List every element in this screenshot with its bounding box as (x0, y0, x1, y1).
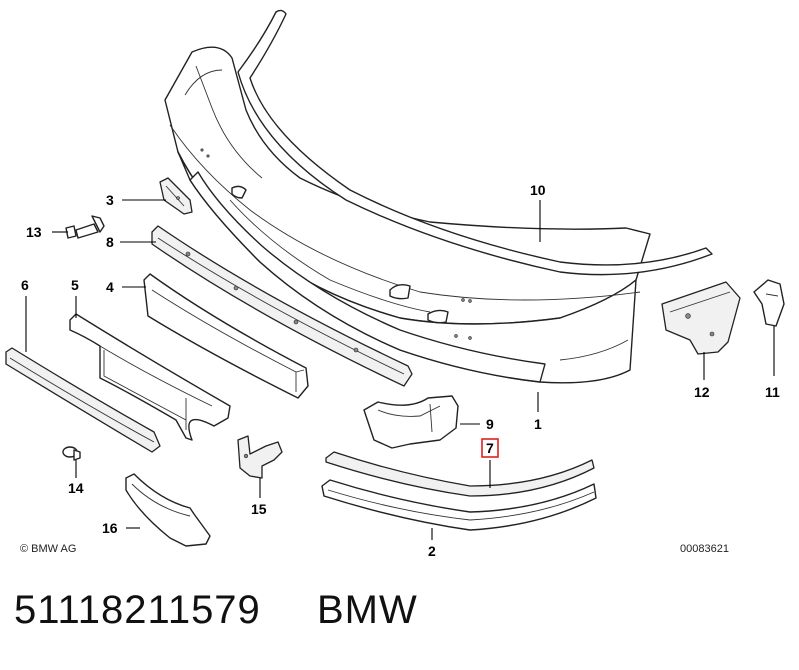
callout-13: 13 (26, 224, 42, 240)
callout-7: 7 (486, 440, 494, 456)
trim-strip-part-7 (325, 451, 595, 497)
part-number-text: 51118211579 (14, 588, 261, 632)
callout-8: 8 (106, 234, 114, 250)
lower-strip-part-2 (321, 479, 597, 531)
callout-9: 9 (486, 416, 494, 432)
air-duct-part-9 (363, 395, 459, 449)
grille-frame-part-4 (143, 273, 309, 399)
seal-strip-part-10 (237, 9, 713, 276)
push-clip-part-14 (62, 446, 81, 461)
callout-6: 6 (21, 277, 29, 293)
side-bracket-part-12 (661, 281, 741, 355)
license-bracket-part-5 (69, 313, 231, 441)
callout-1: 1 (534, 416, 542, 432)
brand-text: BMW (316, 588, 418, 632)
callout-3: 3 (106, 192, 114, 208)
callout-4: 4 (106, 279, 114, 295)
drawing-number: 00083621 (680, 543, 729, 555)
clip-part-11 (753, 279, 785, 327)
callout-12: 12 (694, 384, 710, 400)
callout-14: 14 (68, 480, 84, 496)
grille-strip-part-8 (151, 225, 413, 387)
callout-15: 15 (251, 501, 267, 517)
bracket-part-3 (159, 177, 193, 215)
parts-diagram: 10 3 13 8 6 5 4 12 11 9 1 7 14 15 16 2 ©… (5, 9, 785, 559)
cover-part-16 (125, 473, 211, 547)
caption: 51118211579 BMW (14, 588, 418, 633)
mount-part-15 (237, 435, 283, 479)
screw-part-13 (65, 215, 105, 239)
callout-16: 16 (102, 520, 118, 536)
callout-2: 2 (428, 543, 436, 559)
callout-11: 11 (765, 384, 780, 400)
copyright-text: © BMW AG (20, 543, 76, 555)
callout-10: 10 (530, 182, 546, 198)
trim-strip-part-6 (5, 347, 161, 453)
callout-5: 5 (71, 277, 79, 293)
leader-lines (25, 199, 775, 540)
callout-7-highlight-box (481, 438, 499, 458)
